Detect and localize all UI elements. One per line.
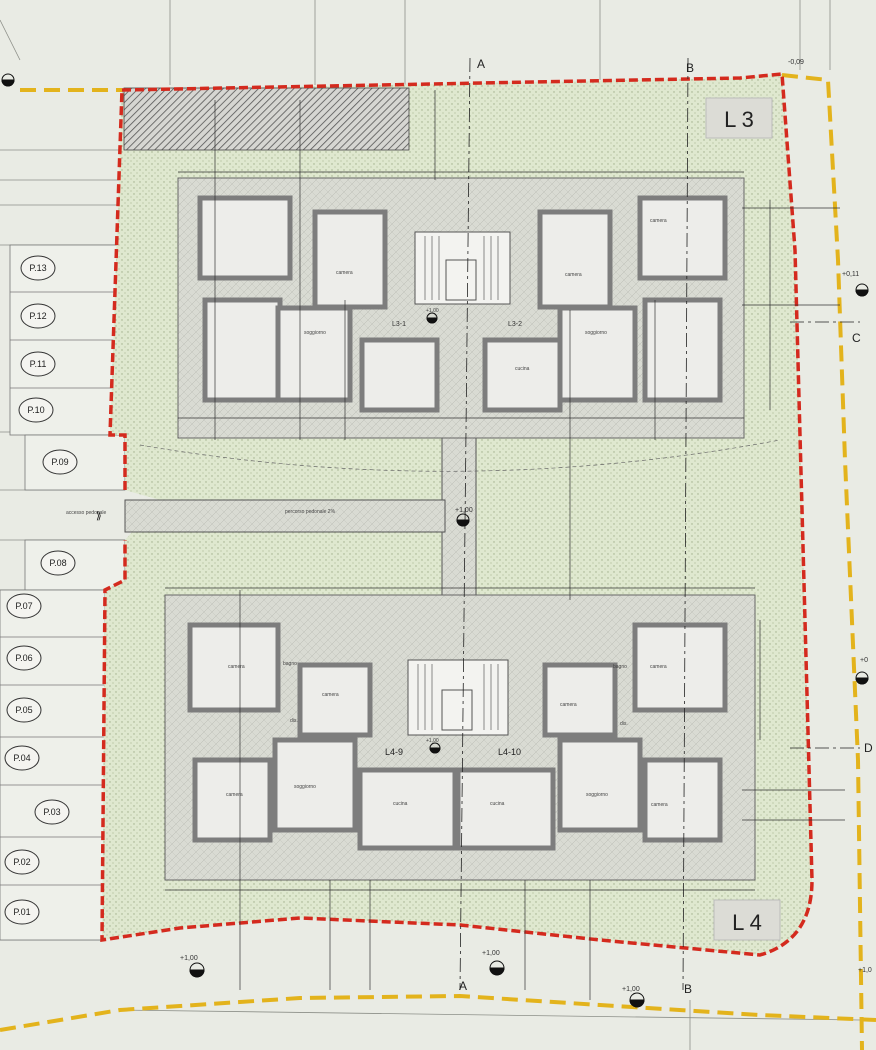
unit-l4-10: L4-10 — [498, 747, 521, 757]
parking-marker — [20, 351, 56, 377]
arrow-icon: ⟫ — [96, 511, 102, 522]
parking-label: P.02 — [13, 857, 30, 867]
section-marker-a-bottom: A — [459, 979, 467, 993]
room-camera: camera — [228, 664, 245, 670]
room-camera: camera — [651, 802, 668, 808]
section-marker-d: D — [864, 741, 873, 755]
section-lines — [459, 57, 860, 991]
room-cucina: cucina — [490, 801, 505, 807]
section-marker-c: C — [852, 331, 861, 345]
elevation-right-upper: +0,11 — [842, 271, 859, 278]
room-soggiorno: soggiorno — [586, 792, 608, 798]
room-camera: camera — [560, 702, 577, 708]
elevation-top-right: -0,09 — [788, 59, 804, 66]
room-dis: dis. — [290, 718, 298, 724]
parking-marker — [20, 255, 56, 281]
parking-label: P.10 — [27, 405, 44, 415]
parking-label: P.07 — [15, 601, 32, 611]
parking-label: P.08 — [49, 558, 66, 568]
parking-label: P.05 — [15, 705, 32, 715]
parking-label: P.01 — [13, 907, 30, 917]
property-boundary — [100, 72, 814, 957]
elevation-bottom-center: +1,00 — [482, 950, 500, 957]
parking-label: P.03 — [43, 807, 60, 817]
room-camera: camera — [565, 272, 582, 278]
parking-marker — [20, 303, 56, 329]
parking-marker — [4, 899, 40, 925]
elevation-right-lower: +1,0 — [858, 967, 872, 974]
lot-label-l4-box: L 4 — [713, 899, 781, 941]
lot-label-l4: L 4 — [732, 910, 762, 935]
parking-label: P.12 — [29, 311, 46, 321]
room-camera: camera — [336, 270, 353, 276]
parking-markers: P.13P.12P.11P.10P.09P.08P.07P.06P.05P.04… — [4, 255, 78, 925]
section-marker-a-top: A — [477, 57, 485, 71]
room-cucina: cucina — [393, 801, 408, 807]
room-bagno: bagno — [613, 664, 627, 670]
elevation-center: +1,00 — [455, 507, 473, 514]
parking-label: P.09 — [51, 457, 68, 467]
hatched-strip — [123, 87, 410, 151]
parking-marker — [34, 799, 70, 825]
building-l3 — [177, 177, 745, 439]
label-percorso: percorso pedonale 2% — [285, 509, 336, 515]
room-bagno: bagno — [283, 661, 297, 667]
room-camera: camera — [226, 792, 243, 798]
section-marker-b-bottom: B — [684, 982, 692, 996]
room-camera: camera — [650, 218, 667, 224]
parking-marker — [40, 550, 76, 576]
elevation-lower-center: +1,00 — [426, 738, 439, 744]
dimension-lines — [165, 90, 845, 1000]
room-camera: camera — [322, 692, 339, 698]
section-marker-b-top: B — [686, 61, 694, 75]
parking-marker — [6, 697, 42, 723]
building-l4 — [164, 594, 756, 881]
elevation-upper-center: +1,00 — [426, 308, 439, 314]
room-soggiorno: soggiorno — [304, 330, 326, 336]
parking-label: P.04 — [13, 753, 30, 763]
unit-l3-1: L3-1 — [392, 321, 406, 328]
parking-area — [0, 244, 126, 941]
room-soggiorno: soggiorno — [294, 784, 316, 790]
parking-marker — [4, 745, 40, 771]
neighbor-boundary-line — [0, 73, 876, 1050]
room-soggiorno: soggiorno — [585, 330, 607, 336]
label-accesso-pedonale: accesso pedonale — [66, 510, 107, 516]
unit-l4-9: L4-9 — [385, 747, 403, 757]
parking-marker — [6, 645, 42, 671]
room-camera: camera — [650, 664, 667, 670]
room-cucina: cucina — [515, 366, 530, 372]
room-dis: dis. — [620, 721, 628, 727]
parking-label: P.13 — [29, 263, 46, 273]
elevation-bottom-left: +1,00 — [180, 955, 198, 962]
lot-label-l3-box: L 3 — [705, 97, 773, 139]
parking-marker — [6, 593, 42, 619]
unit-l3-2: L3-2 — [508, 321, 522, 328]
elevation-bottom-right: +1,00 — [622, 986, 640, 993]
lot-label-l3: L 3 — [724, 107, 754, 132]
parking-marker — [42, 449, 78, 475]
elevation-markers — [1, 73, 869, 1008]
parking-marker — [18, 397, 54, 423]
parking-marker — [4, 849, 40, 875]
parking-label: P.06 — [15, 653, 32, 663]
parking-label: P.11 — [30, 359, 47, 369]
elevation-right-mid: +0 — [860, 657, 868, 664]
